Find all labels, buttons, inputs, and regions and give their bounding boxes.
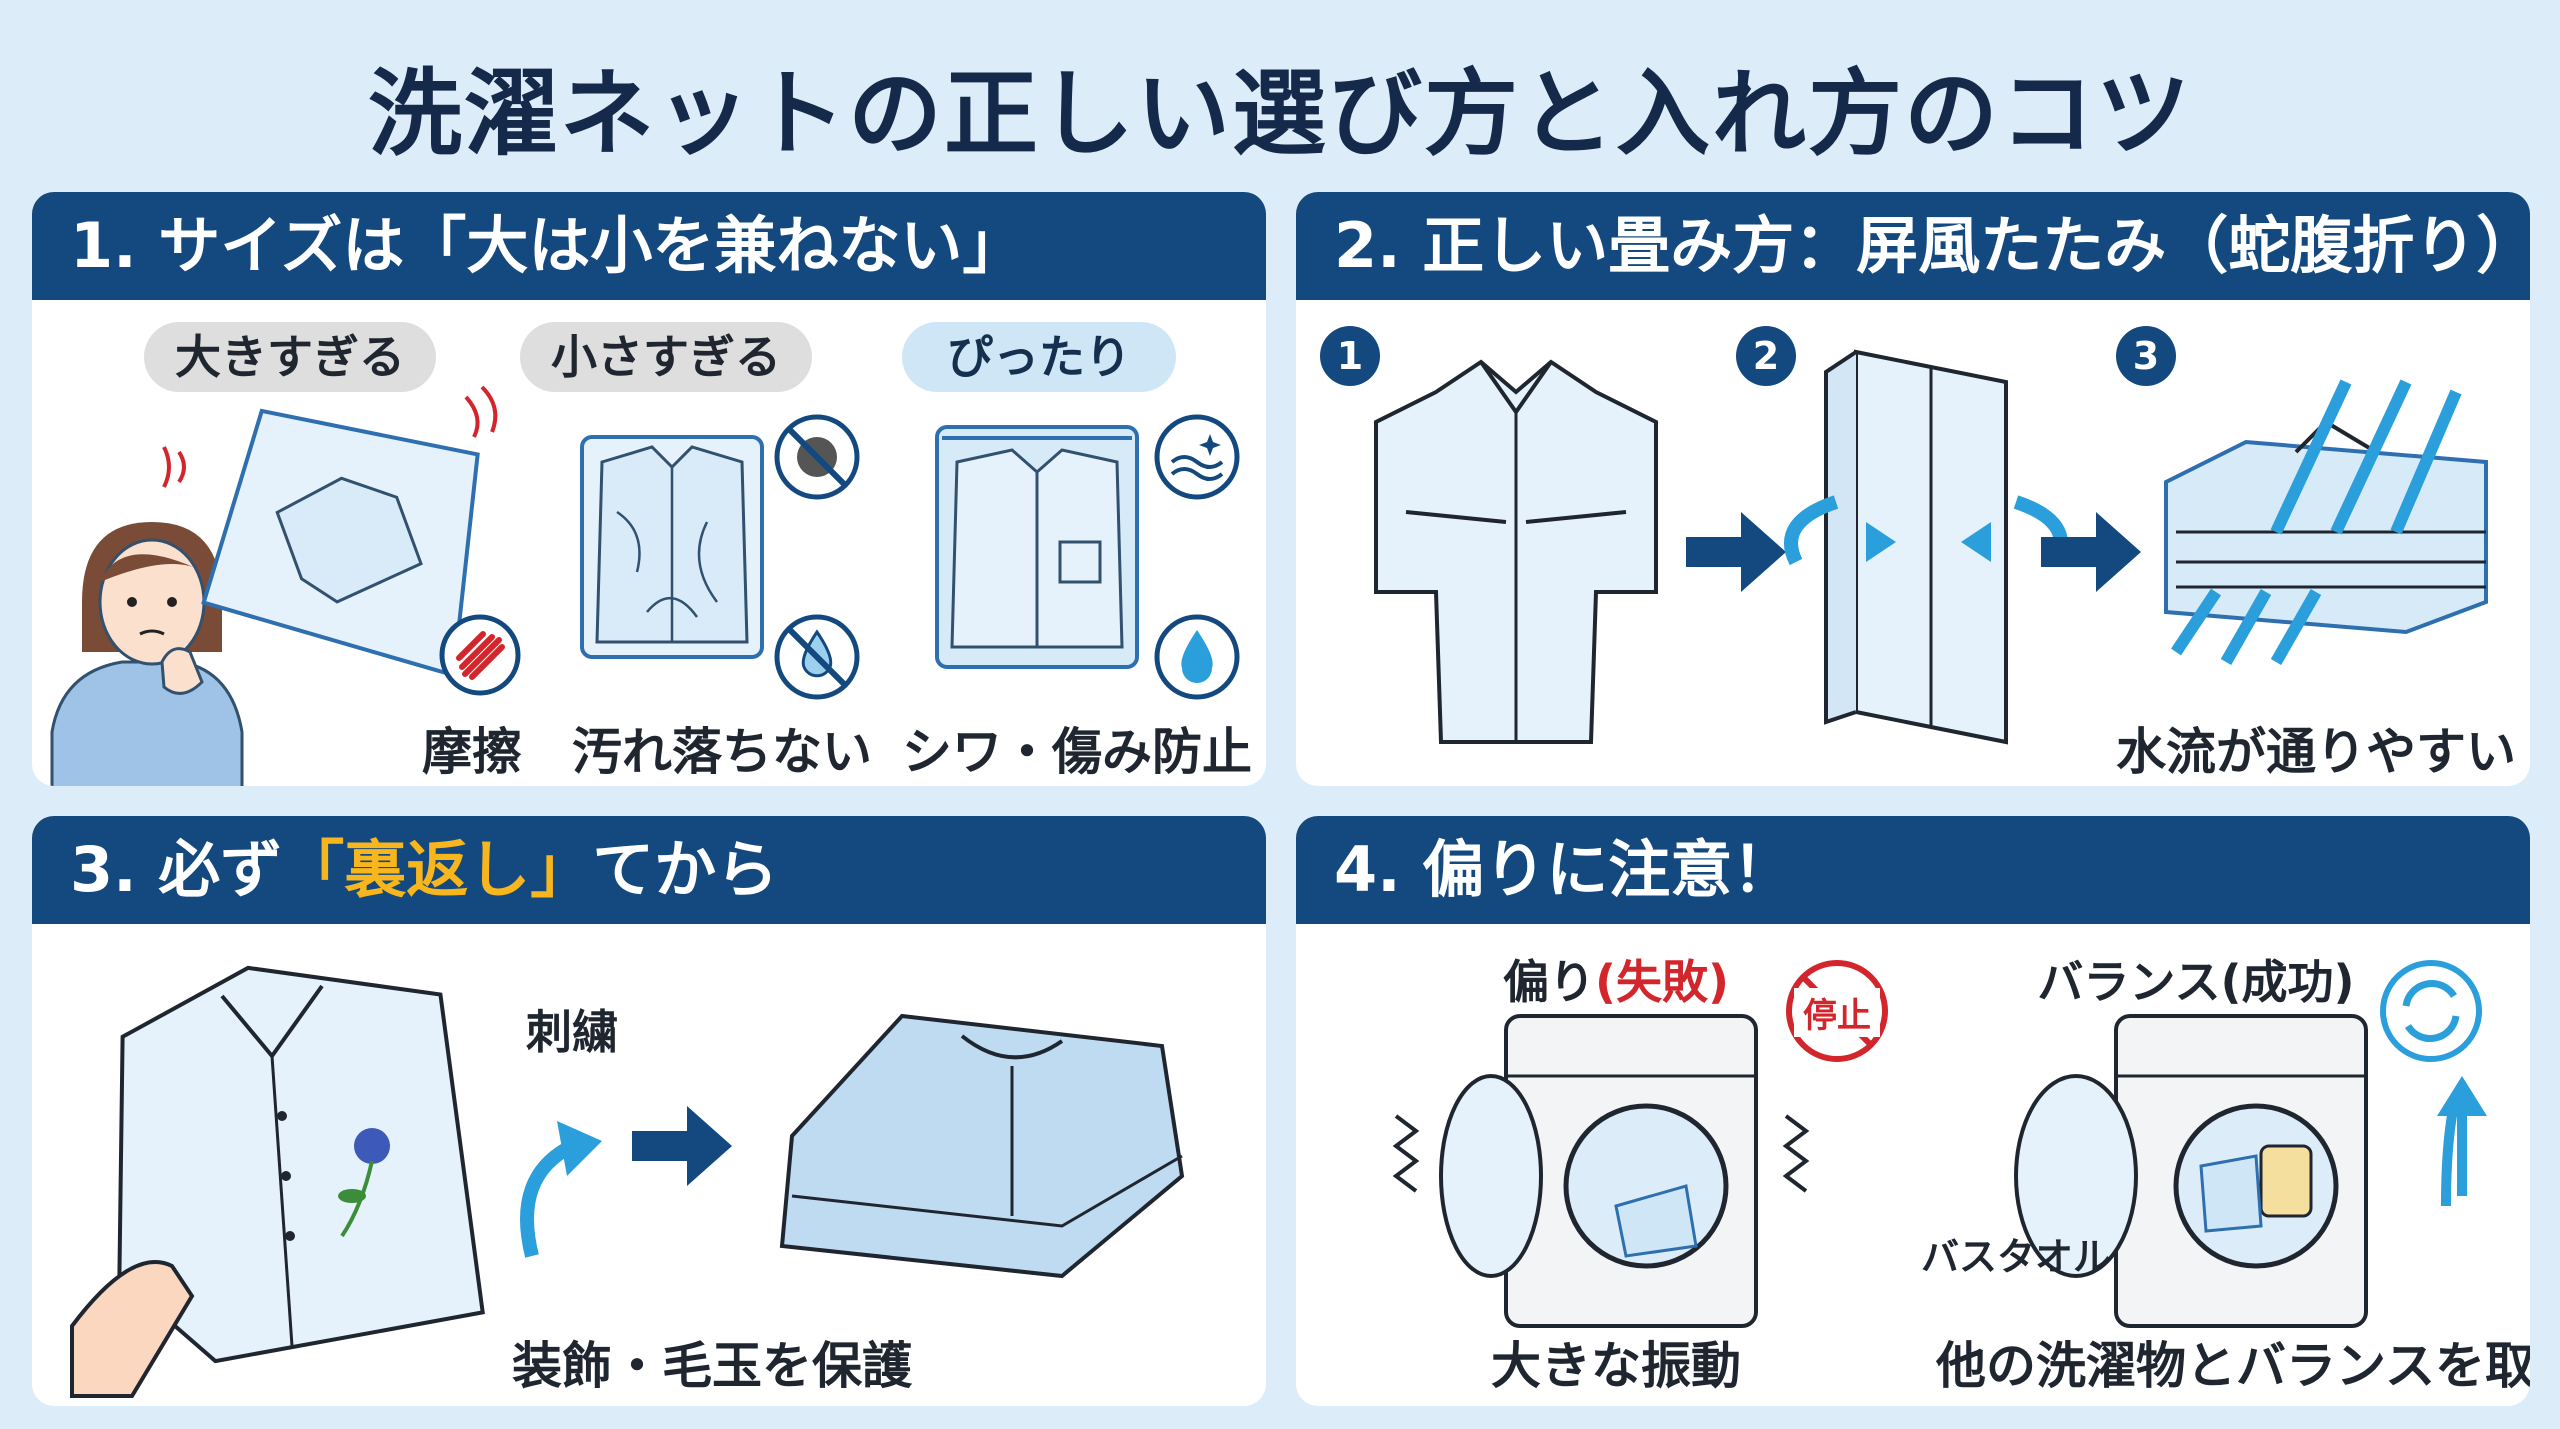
label-balanced: バランス(成功) [2026,946,2366,1012]
caption-dirt-remains: 汚れ落ちない [572,723,872,781]
tag-just-right: ぴったり [902,322,1176,392]
tag-too-small: 小さすぎる [520,322,812,392]
step-1-badge: 1 [1320,326,1380,386]
cycle-icon [2380,960,2482,1062]
caption-balance-with-laundry: 他の洗濯物とバランスを取る [1936,1337,2530,1395]
panel-folding-header: 2. 正しい畳み方：屏風たたみ（蛇腹折り） [1296,192,2530,300]
step-3-badge: 3 [2116,326,2176,386]
fitted-net-illustration [935,425,1139,669]
oversized-net-illustration [162,385,498,678]
panel-size-header: 1. サイズは「大は小を兼ねない」 [32,192,1266,300]
label-balanced-text: バランス [2037,955,2221,1009]
washer-unbalanced-illustration [1392,1014,1810,1328]
washer-balanced-illustration [2014,1014,2461,1328]
step-2-badge: 2 [1736,326,1796,386]
arrow-right-3 [632,1106,732,1186]
panel-inside-out-header-post: てから [592,833,779,906]
stop-icon-label: 停止 [1794,988,1880,1037]
water-drop-icon [1154,614,1240,700]
label-embroidery: 刺繍 [526,1005,618,1059]
arrow-right-2 [2041,512,2141,592]
flip-arrow-icon [520,1121,602,1258]
embroidered-shirt-illustration [70,965,485,1398]
shirt-unfolded-illustration [1374,359,1658,744]
caption-protect-decoration: 装飾・毛玉を保護 [512,1337,912,1395]
panel-folding: 2. 正しい畳み方：屏風たたみ（蛇腹折り） 1 2 3 水流が通りやすい [1296,192,2530,786]
panel-inside-out-header: 3. 必ず「裏返し」てから [32,816,1266,924]
tag-too-big: 大きすぎる [144,322,436,392]
panel-balance-header: 4. 偏りに注意！ [1296,816,2530,924]
folded-inside-out-shirt-illustration [779,1013,1185,1279]
label-unbalanced: 偏り(失敗) [1486,946,1746,1012]
arrow-right-1 [1686,512,1786,592]
label-unbalanced-text: 偏り [1502,955,1595,1009]
label-fail-tag: (失敗) [1594,955,1730,1009]
label-bath-towel: バスタオル [1920,1235,2111,1279]
no-water-icon [774,614,860,700]
caption-friction: 摩擦 [422,723,522,781]
label-success-tag: (成功) [2220,955,2355,1009]
shirt-pleat-fold-illustration [1784,349,2068,745]
panel-size: 1. サイズは「大は小を兼ねない」 大きすぎる 小さすぎる ぴったり [32,192,1266,786]
panel-balance: 4. 偏りに注意！ 偏り(失敗) 停止 バランス(成功) バスタオル 大きな振動… [1296,816,2530,1406]
panel-inside-out: 3. 必ず「裏返し」てから 刺繍 装飾・毛玉を保護 [32,816,1266,1406]
wave-sparkle-icon [1154,414,1240,500]
no-dirt-icon [774,414,860,500]
folded-shirt-in-net-illustration [2164,379,2488,665]
worried-person-illustration [50,522,244,786]
up-arrow-icon [2437,1076,2487,1196]
page-title: 洗濯ネットの正しい選び方と入れ方のコツ [367,60,2192,169]
caption-wrinkle-prevention: シワ・傷み防止 [902,723,1252,781]
caption-big-vibration: 大きな振動 [1491,1337,1741,1395]
undersized-net-illustration [580,435,764,659]
panel-inside-out-header-pre: 3. 必ず [70,833,283,906]
friction-icon [439,614,521,696]
panel-inside-out-header-highlight: 「裏返し」 [282,833,593,906]
caption-water-flow: 水流が通りやすい [2116,723,2516,781]
